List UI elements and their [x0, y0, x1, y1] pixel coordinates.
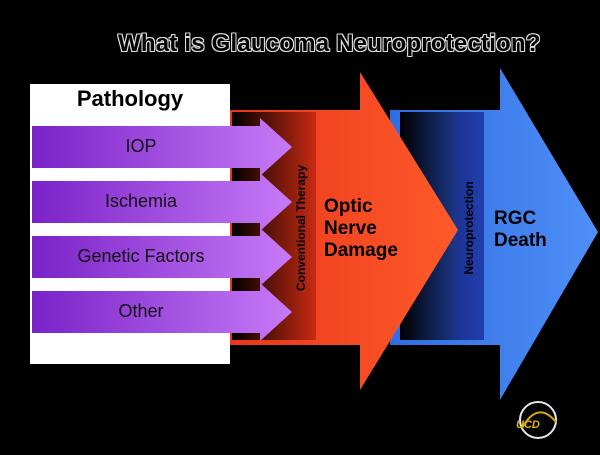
- optic-nerve-damage-line-1: Optic: [324, 196, 373, 217]
- optic-nerve-damage-line-2: Nerve: [324, 218, 377, 239]
- pathology-item-iop: IOP: [125, 136, 157, 156]
- iop-arrow: [32, 118, 292, 176]
- other-arrow: [32, 283, 292, 341]
- pathology-heading: Pathology: [76, 86, 184, 111]
- pathology-item-ischemia: Ischemia: [104, 191, 178, 211]
- page-title: What is Glaucoma Neuroprotection?: [118, 30, 541, 57]
- optic-nerve-damage-label: Optic Nerve Damage: [324, 196, 398, 262]
- pathology-item-genetic-factors: Genetic Factors: [77, 246, 205, 266]
- conventional-therapy-label: Conventional Therapy: [294, 164, 308, 292]
- ucd-logo: [519, 401, 557, 439]
- ischemia-arrow: [32, 173, 292, 231]
- genetic-factors-arrow: [32, 228, 292, 286]
- optic-nerve-damage-line-3: Damage: [324, 240, 398, 261]
- pathology-item-other: Other: [118, 301, 164, 321]
- ucd-logo-text: UCD: [516, 419, 540, 431]
- rgc-death-line-1: RGC: [494, 208, 537, 229]
- rgc-death-line-2: Death: [494, 230, 547, 251]
- neuroprotection-label: Neuroprotection: [462, 181, 476, 275]
- rgc-death-label: RGC Death: [494, 208, 547, 252]
